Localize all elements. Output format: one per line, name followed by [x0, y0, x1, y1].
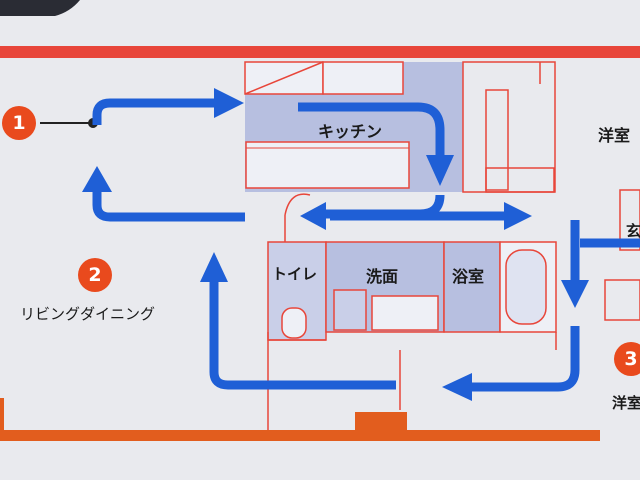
washbasin — [333, 289, 367, 331]
western-room-bottom-label: 洋室 — [612, 394, 640, 412]
entrance-step — [604, 279, 640, 321]
arrowhead-hall-west — [300, 202, 326, 230]
washroom-label: 洗面 — [366, 267, 399, 286]
closet-door — [485, 89, 509, 191]
kitchen-cabinet — [322, 61, 404, 95]
toilet-bowl — [281, 307, 307, 339]
bathroom-label: 浴室 — [452, 267, 485, 286]
arrowhead-up-living — [200, 252, 228, 282]
kitchen-island — [245, 141, 410, 189]
door-swing — [284, 193, 311, 216]
western-room-top-label: 洋室 — [598, 126, 631, 145]
arrow-corridor-west — [468, 326, 580, 392]
threshold-block — [355, 412, 407, 432]
living-dining-label: リビングダイニング — [20, 305, 156, 323]
closet-area — [462, 61, 556, 193]
entrance-partial-label: 玄 — [626, 222, 640, 240]
top-wall — [0, 46, 640, 58]
washer-space — [371, 295, 439, 331]
arrowhead-hall-east — [504, 202, 532, 230]
marker-3: 3 — [614, 342, 640, 376]
marker-1: 1 — [2, 106, 36, 140]
arrowhead-living-up — [82, 166, 112, 192]
entrance-wall — [619, 189, 640, 251]
arrowhead-corridor-west — [442, 373, 472, 401]
arrowhead-kitchen-down — [426, 155, 454, 186]
marker-2: 2 — [78, 258, 112, 292]
arrowhead-down-right — [561, 280, 589, 308]
bathtub — [505, 249, 547, 325]
bathroom — [443, 241, 501, 333]
toilet-label: トイレ — [272, 265, 318, 283]
bottom-floor-line — [0, 430, 600, 441]
arrow-to-kitchen — [92, 98, 218, 125]
closet-shelf — [485, 167, 555, 193]
arrow-back-to-living — [92, 192, 245, 222]
arrow-kitchen-to-hall — [320, 194, 445, 219]
kitchen-label: キッチン — [318, 122, 383, 141]
left-floor-edge — [0, 398, 4, 432]
corner-decoration — [0, 0, 80, 16]
arrow-through-kitchen — [298, 102, 445, 155]
counter-diagonal — [244, 61, 324, 95]
arrowhead-kitchen — [214, 88, 244, 118]
arrow-up-to-living — [209, 282, 396, 390]
